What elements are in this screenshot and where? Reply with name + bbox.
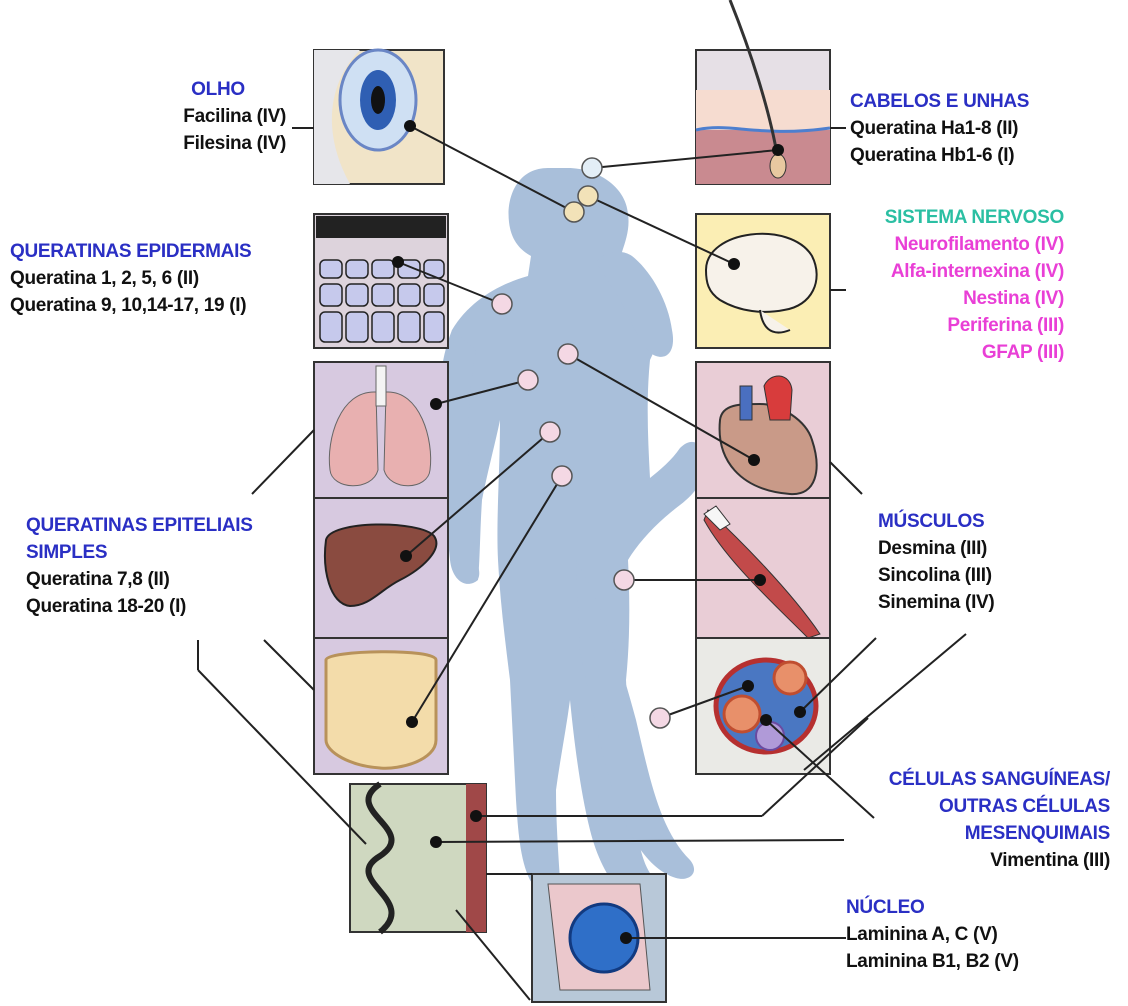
- eye-panel: [314, 50, 444, 184]
- nervoso-item-5: GFAP (III): [846, 339, 1064, 366]
- marker-hair: [582, 158, 602, 178]
- nucleo-item-1: Laminina A, C (V): [846, 921, 1019, 948]
- cabelos-title: CABELOS E UNHAS: [850, 88, 1029, 115]
- sanguineas-title-1: CÉLULAS SANGUÍNEAS/: [840, 766, 1110, 793]
- label-epiteliais: QUERATINAS EPITELIAIS SIMPLES Queratina …: [26, 512, 253, 620]
- epidermais-item-2: Queratina 9, 10,14-17, 19 (I): [10, 292, 251, 319]
- nervoso-title: SISTEMA NERVOSO: [846, 204, 1064, 231]
- muscle-panel: [696, 498, 830, 638]
- label-musculos: MÚSCULOS Desmina (III) Sincolina (III) S…: [878, 508, 994, 616]
- nervoso-item-3: Nestina (IV): [846, 285, 1064, 312]
- musculos-item-3: Sinemina (IV): [878, 589, 994, 616]
- lung-panel: [314, 362, 448, 498]
- olho-item-1: Facilina (IV): [150, 103, 286, 130]
- brain-panel: [696, 214, 830, 348]
- label-sanguineas: CÉLULAS SANGUÍNEAS/ OUTRAS CÉLULAS MESEN…: [840, 766, 1110, 874]
- epiteliais-title-2: SIMPLES: [26, 539, 253, 566]
- marker-intestine: [552, 466, 572, 486]
- olho-title: OLHO: [150, 76, 286, 103]
- label-epidermais: QUERATINAS EPIDERMAIS Queratina 1, 2, 5,…: [10, 238, 251, 319]
- heart-panel: [696, 362, 830, 498]
- blood-vessel-panel: [696, 638, 830, 774]
- marker-lung: [518, 370, 538, 390]
- marker-blood: [650, 708, 670, 728]
- label-olho: OLHO Facilina (IV) Filesina (IV): [150, 76, 286, 157]
- epidermais-title: QUERATINAS EPIDERMAIS: [10, 238, 251, 265]
- musculos-title: MÚSCULOS: [878, 508, 994, 535]
- label-nucleo: NÚCLEO Laminina A, C (V) Laminina B1, B2…: [846, 894, 1019, 975]
- label-nervoso: SISTEMA NERVOSO Neurofilamento (IV) Alfa…: [846, 204, 1064, 366]
- marker-eye: [564, 202, 584, 222]
- musculos-item-2: Sincolina (III): [878, 562, 994, 589]
- nucleo-title: NÚCLEO: [846, 894, 1019, 921]
- marker-liver: [540, 422, 560, 442]
- sanguineas-title-2: OUTRAS CÉLULAS: [840, 793, 1110, 820]
- epidermais-item-1: Queratina 1, 2, 5, 6 (II): [10, 265, 251, 292]
- intestine-panel: [314, 638, 448, 774]
- cabelos-item-1: Queratina Ha1-8 (II): [850, 115, 1029, 142]
- musculos-item-1: Desmina (III): [878, 535, 994, 562]
- marker-skin: [492, 294, 512, 314]
- epiteliais-title-1: QUERATINAS EPITELIAIS: [26, 512, 253, 539]
- nervoso-item-4: Periferina (III): [846, 312, 1064, 339]
- sanguineas-item-1: Vimentina (III): [840, 847, 1110, 874]
- nervoso-item-2: Alfa-internexina (IV): [846, 258, 1064, 285]
- marker-muscle: [614, 570, 634, 590]
- liver-panel: [314, 498, 448, 638]
- epiteliais-item-2: Queratina 18-20 (I): [26, 593, 253, 620]
- epithelium-panel: [350, 784, 486, 932]
- epidermis-panel: [314, 214, 448, 348]
- olho-item-2: Filesina (IV): [150, 130, 286, 157]
- nervoso-item-1: Neurofilamento (IV): [846, 231, 1064, 258]
- nucleo-item-2: Laminina B1, B2 (V): [846, 948, 1019, 975]
- cabelos-item-2: Queratina Hb1-6 (I): [850, 142, 1029, 169]
- marker-heart: [558, 344, 578, 364]
- epiteliais-item-1: Queratina 7,8 (II): [26, 566, 253, 593]
- label-cabelos: CABELOS E UNHAS Queratina Ha1-8 (II) Que…: [850, 88, 1029, 169]
- sanguineas-title-3: MESENQUIMAIS: [840, 820, 1110, 847]
- marker-brain: [578, 186, 598, 206]
